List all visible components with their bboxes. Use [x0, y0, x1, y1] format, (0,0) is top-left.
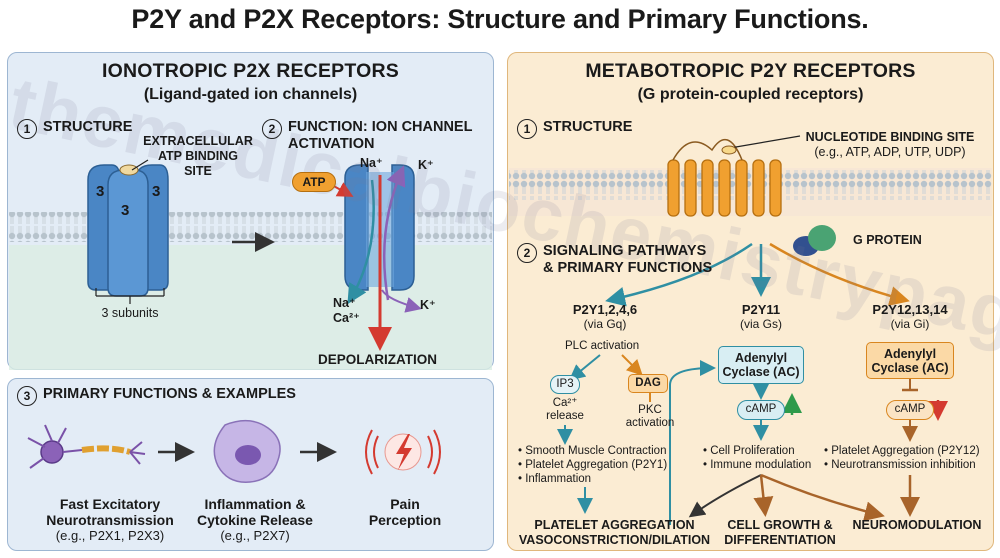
g-protein-label: G PROTEIN: [853, 233, 922, 247]
step-number: 2: [262, 119, 282, 139]
plc-to-dag: [621, 354, 643, 376]
p2y-signaling-title: 2 SIGNALING PATHWAYS& PRIMARY FUNCTIONS: [517, 243, 712, 277]
step-number: 2: [517, 243, 537, 263]
k-bottom-label: K⁺: [420, 298, 436, 312]
p2y-heading: METABOTROPIC P2Y RECEPTORS: [585, 60, 916, 82]
plc-to-ip3: [568, 354, 601, 381]
gi-path-arrow: [769, 242, 910, 306]
outcome-neuromodulation: NEUROMODULATION: [852, 518, 982, 532]
gs-to-vaso: [688, 474, 762, 518]
p2x-primary-title: 3 PRIMARY FUNCTIONS & EXAMPLES: [17, 386, 296, 406]
depolarization-label: DEPOLARIZATION: [318, 352, 437, 367]
gq-effects-list: • Smooth Muscle Contraction • Platelet A…: [518, 445, 668, 485]
example-pain: Pain Perception: [368, 496, 442, 528]
gi-adenylyl-cyclase-box: Adenylyl Cyclase (AC): [866, 342, 954, 379]
gs-effects-list: • Cell Proliferation • Immune modulation: [703, 445, 812, 471]
p2y-gq-subtype: P2Y1,2,4,6 (via Gq): [572, 302, 638, 332]
step-number: 1: [517, 119, 537, 139]
gi-camp-badge: cAMP: [886, 400, 934, 420]
na-in-label: Na⁺: [360, 156, 383, 170]
k-efflux-arrow: [382, 165, 406, 301]
na-influx-arrow: [347, 179, 375, 305]
na-ca-out-label: Na⁺ Ca²⁺: [333, 296, 360, 325]
p2x-subheading: (Ligand-gated ion channels): [143, 86, 358, 103]
step-number: 1: [17, 119, 37, 139]
p2y-membrane: [509, 170, 992, 200]
outcome-platelet-vaso: PLATELET AGGREGATION VASOCONSTRICTION/DI…: [518, 518, 711, 547]
gs-to-neuro: [760, 473, 885, 522]
plc-activation-label: PLC activation: [565, 340, 640, 352]
gq-path-arrow: [605, 242, 753, 307]
pkc-activation-label: PKC activation: [625, 404, 675, 429]
p2y-structure-title: 1 STRUCTURE: [517, 119, 632, 139]
subunit-mark: 3: [121, 202, 130, 219]
p2x-trimer: [87, 164, 169, 297]
k-bottom-arrow: [381, 289, 422, 313]
atp-binding-site-label: EXTRACELLULAR ATP BINDING SITE: [143, 134, 253, 178]
page-title: P2Y and P2X Receptors: Structure and Pri…: [131, 4, 869, 34]
subunits-label: 3 subunits: [101, 306, 159, 320]
vaso-loop-arrow: [669, 360, 716, 525]
macrophage-icon: [213, 419, 281, 483]
nucleotide-binding-label: NUCLEOTIDE BINDING SITE (e.g., ATP, ADP,…: [805, 130, 975, 159]
gs-adenylyl-cyclase-box: Adenylyl Cyclase (AC): [718, 346, 804, 384]
subunit-mark: 3: [152, 183, 161, 200]
k-out-label: K⁺: [418, 158, 434, 172]
outcome-cell-growth: CELL GROWTH & DIFFERENTIATION: [724, 518, 836, 547]
p2x-heading: IONOTROPIC P2X RECEPTORS: [102, 60, 399, 82]
g-protein-icon: [793, 225, 836, 256]
gs-to-growth: [753, 474, 774, 517]
example-inflammation: Inflammation & Cytokine Release (e.g., P…: [197, 496, 313, 543]
p2y-gs-subtype: P2Y11 (via Gs): [740, 302, 782, 332]
subunit-mark: 3: [96, 183, 105, 200]
example-neurotransmission: Fast Excitatory Neurotransmission (e.g.,…: [46, 496, 174, 543]
neuron-icon: [27, 424, 146, 469]
ip3-badge: IP3: [550, 375, 580, 394]
gs-camp-badge: cAMP: [737, 400, 785, 420]
ca-release-label: Ca²⁺ release: [546, 397, 584, 422]
atp-badge: ATP: [292, 172, 336, 192]
p2y-subheading: (G protein-coupled receptors): [637, 86, 864, 103]
p2x-structure-title: 1 STRUCTURE: [17, 119, 132, 139]
p2y-7tm-receptor: [667, 159, 782, 217]
dag-badge: DAG: [628, 374, 668, 393]
step-number: 3: [17, 386, 37, 406]
p2y-panel: [507, 52, 994, 551]
pain-lightning-icon: [365, 429, 441, 475]
gi-effects-list: • Platelet Aggregation (P2Y12) • Neurotr…: [824, 445, 980, 471]
p2y-gi-subtype: P2Y12,13,14 (via Gi): [872, 302, 948, 332]
